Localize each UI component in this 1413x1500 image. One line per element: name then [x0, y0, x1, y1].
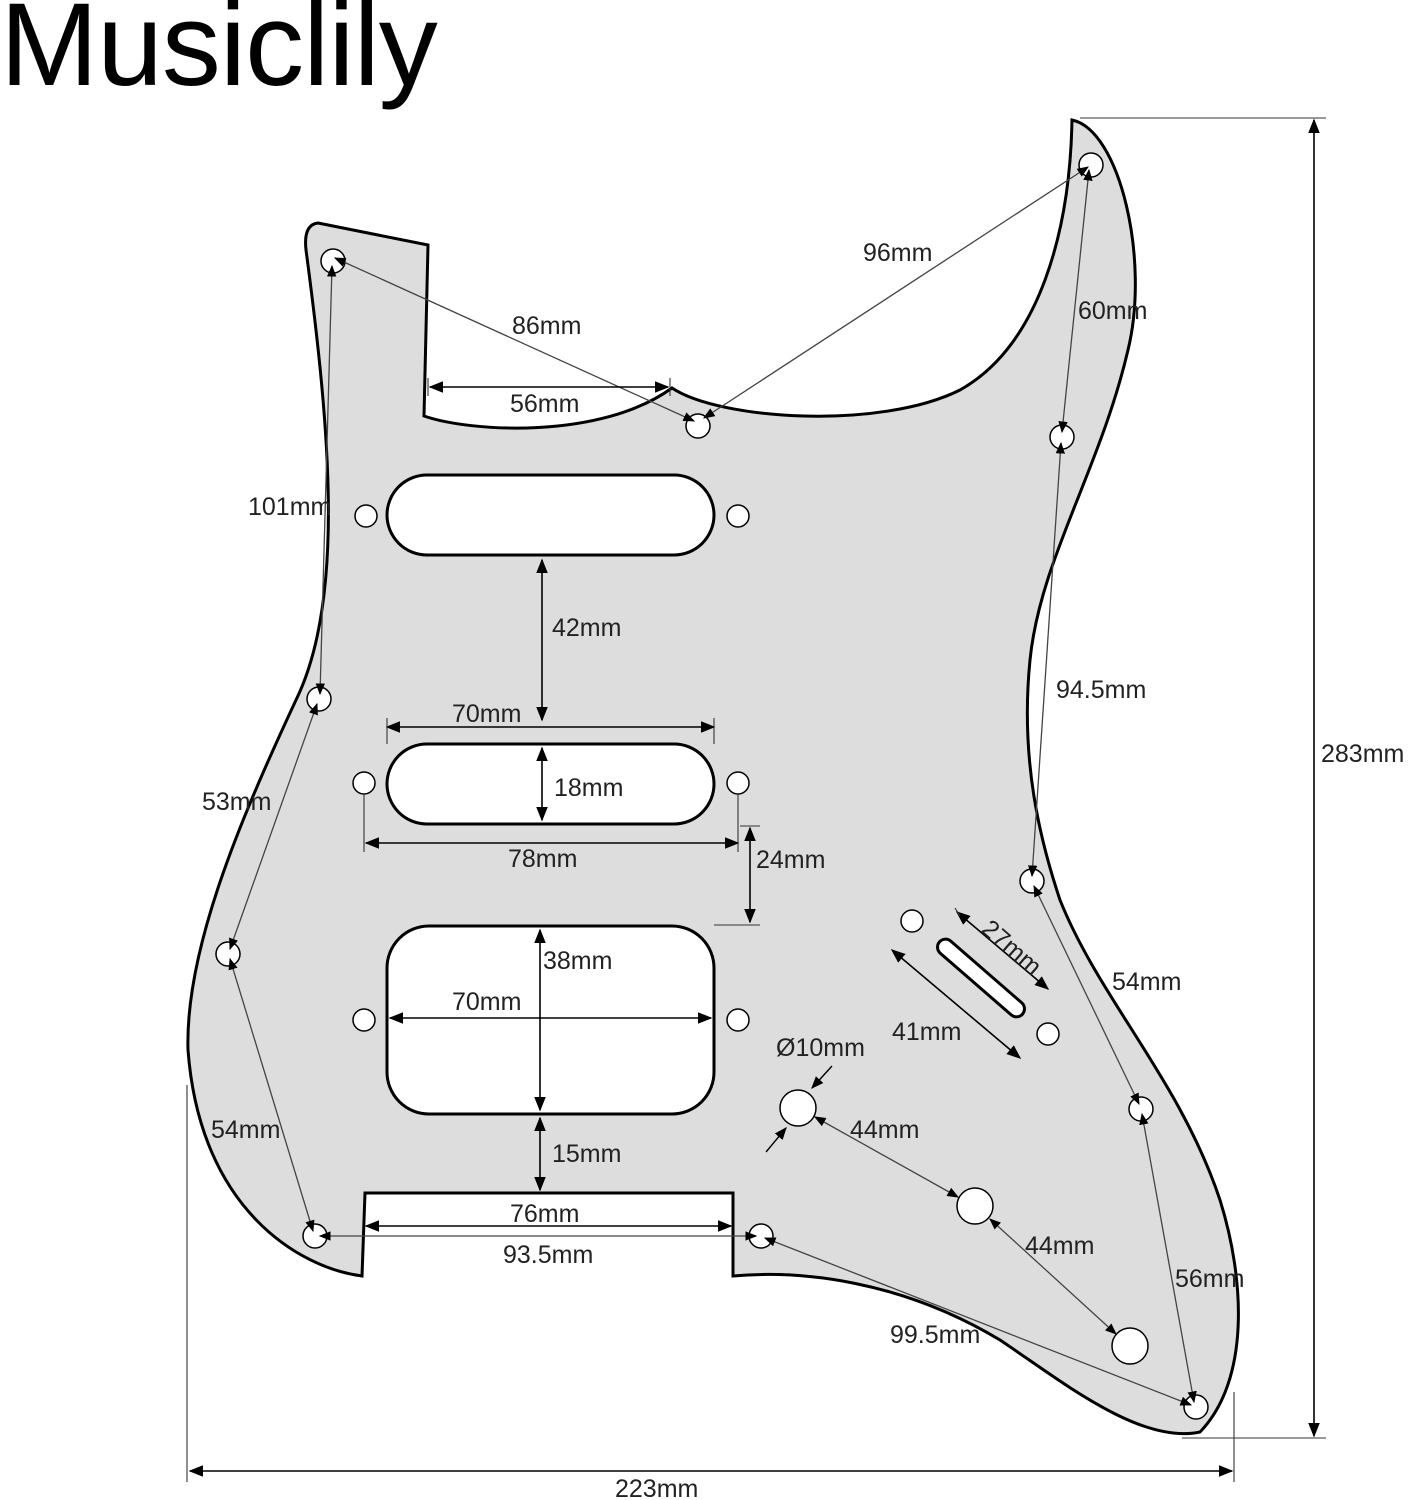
screw-hole: [1128, 1096, 1154, 1122]
dim-line-44a: [813, 1116, 960, 1198]
mount-hole: [352, 771, 376, 795]
dim-label-96: 96mm: [863, 239, 932, 267]
control-hole: [956, 1187, 994, 1225]
screw-hole: [1183, 1394, 1209, 1420]
mount-hole: [1036, 1022, 1060, 1046]
dim-label-18: 18mm: [554, 774, 623, 802]
dim-line-10-a: [811, 1065, 833, 1089]
dim-line-101: [315, 264, 337, 696]
dim-line-60: [1058, 168, 1093, 434]
middle-pickup-cutout: [385, 742, 716, 826]
dim-line-10-b: [765, 1127, 787, 1153]
dim-label-44a: 44mm: [850, 1116, 919, 1144]
dim-label-70b: 70mm: [452, 988, 521, 1016]
dim-label-44b: 44mm: [1025, 1232, 1094, 1260]
control-hole: [779, 1089, 817, 1127]
screw-hole: [306, 686, 332, 712]
dim-label-10: Ø10mm: [776, 1034, 865, 1062]
mount-hole: [900, 909, 924, 933]
dim-label-78: 78mm: [508, 845, 577, 873]
dim-line-86: [333, 257, 696, 422]
dim-label-38: 38mm: [543, 947, 612, 975]
dim-label-56: 56mm: [510, 390, 579, 418]
dim-label-223: 223mm: [615, 1475, 698, 1500]
screw-hole: [1078, 152, 1104, 178]
dim-line-94-5: [1028, 441, 1065, 878]
dim-line-99-5: [763, 1237, 1193, 1406]
screw-hole: [685, 413, 711, 439]
dim-label-60: 60mm: [1078, 297, 1147, 325]
dim-label-42: 42mm: [552, 614, 621, 642]
dim-line-54a: [228, 957, 315, 1233]
mount-hole: [354, 504, 378, 528]
dim-line-41: [890, 949, 1022, 1059]
mount-hole: [352, 1008, 376, 1032]
dim-label-54b: 54mm: [211, 1116, 280, 1144]
dim-label-94-5: 94.5mm: [1056, 676, 1146, 704]
dim-label-99-5: 99.5mm: [890, 1321, 980, 1349]
dim-label-283: 283mm: [1321, 740, 1404, 768]
dim-label-86: 86mm: [512, 312, 581, 340]
dim-label-101: 101mm: [248, 493, 331, 521]
neck-pickup-cutout: [385, 473, 716, 557]
dim-label-93-5: 93.5mm: [503, 1241, 593, 1269]
dim-line-53: [229, 702, 318, 951]
dim-label-24: 24mm: [756, 846, 825, 874]
mount-hole: [726, 504, 750, 528]
dim-label-70a: 70mm: [452, 700, 521, 728]
ext-line: [954, 907, 961, 917]
dim-label-15: 15mm: [552, 1140, 621, 1168]
dim-line-96: [703, 166, 1089, 419]
dim-label-76: 76mm: [510, 1200, 579, 1228]
mount-hole: [726, 771, 750, 795]
control-hole: [1111, 1327, 1149, 1365]
dim-label-54a: 54mm: [1112, 968, 1181, 996]
dim-line-54b: [1033, 884, 1140, 1106]
mount-hole: [726, 1008, 750, 1032]
screw-hole: [215, 941, 241, 967]
dim-line-44b: [989, 1218, 1117, 1335]
dim-label-53: 53mm: [202, 788, 271, 816]
brand-logo: Musiclily: [0, 0, 438, 111]
dim-label-41: 41mm: [892, 1018, 961, 1046]
dim-label-56b: 56mm: [1175, 1265, 1244, 1293]
